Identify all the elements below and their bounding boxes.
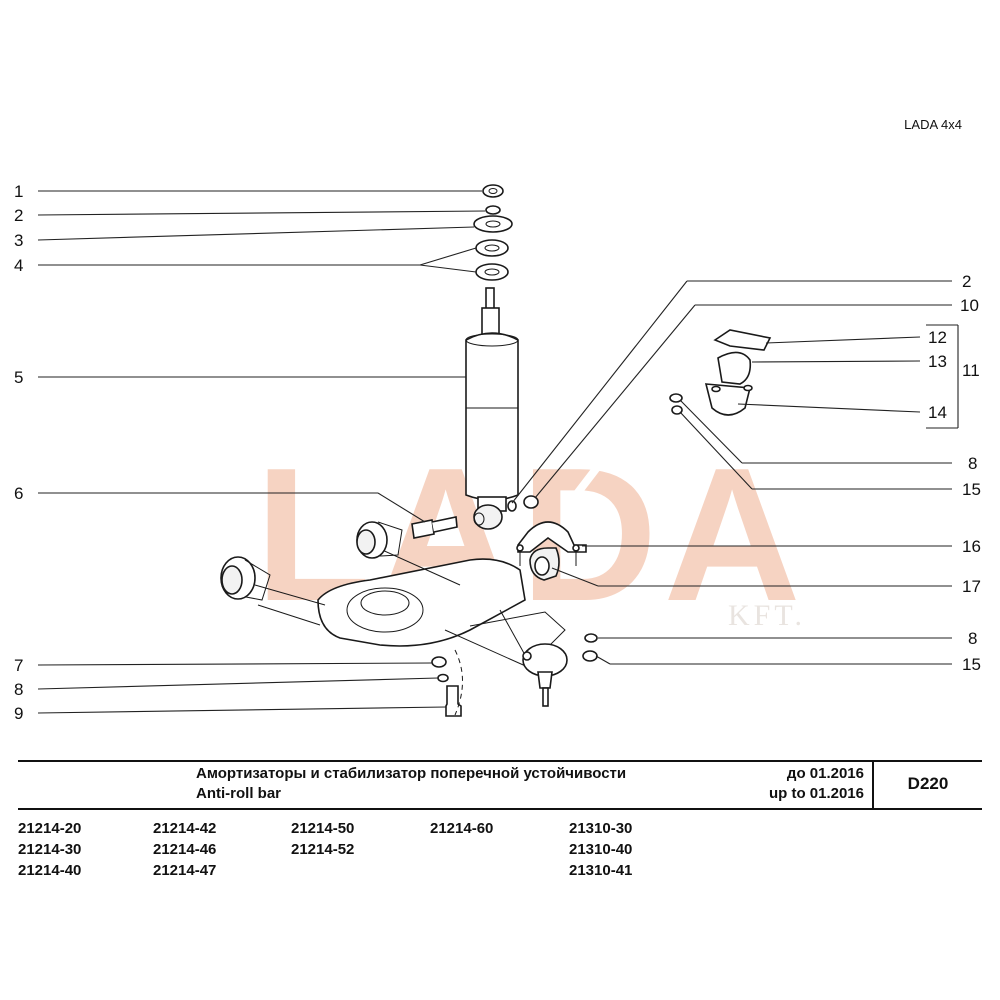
- callout-15-right-lower: 15: [962, 655, 981, 674]
- callout-6: 6: [14, 484, 23, 503]
- callout-1: 1: [14, 182, 23, 201]
- shock-top-nut: [482, 184, 504, 198]
- model-item: 21214-47: [153, 862, 217, 879]
- callout-8-right-lower: 8: [968, 629, 977, 648]
- shock-cushion-washer: [473, 215, 513, 233]
- bar-cushion: [529, 547, 560, 581]
- callout-numbers-left: 1 2 3 4 5 6 7 8 9: [14, 182, 23, 723]
- page-code: D220: [907, 774, 949, 793]
- model-item: 21214-60: [430, 820, 494, 837]
- model-item: 21214-50: [291, 820, 355, 837]
- title-block: Амортизаторы и стабилизатор поперечной у…: [18, 760, 982, 808]
- code-divider: [872, 760, 874, 808]
- shock-bushing-upper: [475, 239, 509, 257]
- model-item: 21214-20: [18, 820, 82, 837]
- model-item: 21214-42: [153, 820, 217, 837]
- callout-8-right-upper: 8: [968, 454, 977, 473]
- callout-7: 7: [14, 656, 23, 675]
- lower-control-arm: [254, 539, 566, 669]
- ball-joint-fasteners: [431, 649, 463, 717]
- bracket-fasteners: [582, 633, 598, 662]
- title-bottom-rule: [18, 808, 982, 810]
- model-column-1: 21214-20 21214-30 21214-40: [18, 818, 81, 881]
- bar-bracket: [516, 521, 587, 566]
- model-item: 21310-40: [569, 841, 633, 858]
- callout-15-right-upper: 15: [962, 480, 981, 499]
- callout-2-right: 2: [962, 272, 971, 291]
- callout-8: 8: [14, 680, 23, 699]
- callout-5: 5: [14, 368, 23, 387]
- control-arm-bushing-front: [356, 521, 403, 559]
- date-russian: до 01.2016: [786, 765, 864, 782]
- bar-clamp: [704, 329, 772, 416]
- callout-17: 17: [962, 577, 981, 596]
- ball-joint: [522, 643, 568, 707]
- callout-11: 11: [962, 361, 980, 380]
- model-item: 21214-30: [18, 841, 82, 858]
- model-column-4: 21214-60: [430, 818, 493, 839]
- shock-washer: [485, 205, 501, 215]
- model-item: 21214-46: [153, 841, 217, 858]
- callout-13: 13: [928, 352, 947, 371]
- model-item: 21214-52: [291, 841, 355, 858]
- callout-16: 16: [962, 537, 981, 556]
- callout-10: 10: [960, 296, 979, 315]
- callout-3: 3: [14, 231, 23, 250]
- shock-absorber: [465, 287, 519, 530]
- model-list: 21214-20 21214-30 21214-40 21214-42 2121…: [18, 818, 982, 888]
- leaders-right: [511, 280, 959, 665]
- model-item: 21310-30: [569, 820, 633, 837]
- leaders-left: [37, 190, 486, 714]
- shock-lower-bolt: [411, 516, 458, 539]
- date-english: up to 01.2016: [768, 785, 864, 802]
- model-column-3: 21214-50 21214-52: [291, 818, 354, 860]
- model-item: 21310-41: [569, 862, 633, 879]
- title-english: Anti-roll bar: [196, 785, 281, 802]
- title-top-rule: [18, 760, 982, 762]
- callout-12: 12: [928, 328, 947, 347]
- bar-washer-and-nut-lower: [507, 495, 539, 512]
- title-russian: Амортизаторы и стабилизатор поперечной у…: [196, 765, 627, 782]
- callout-numbers-right: 2 10 12 13 11 14 8 15 16 17 8 15: [928, 272, 981, 674]
- callout-9: 9: [14, 704, 23, 723]
- callout-4: 4: [14, 256, 23, 275]
- model-column-5: 21310-30 21310-40 21310-41: [569, 818, 632, 881]
- callout-2: 2: [14, 206, 23, 225]
- model-label: LADA 4x4: [904, 117, 962, 132]
- shock-bushing-lower: [475, 263, 509, 281]
- model-column-2: 21214-42 21214-46 21214-47: [153, 818, 216, 881]
- bar-washer-and-nut-upper: [669, 393, 683, 415]
- watermark-subtext: KFT.: [728, 599, 806, 632]
- control-arm-bushing-rear: [220, 556, 271, 601]
- model-item: 21214-40: [18, 862, 82, 879]
- callout-14: 14: [928, 403, 947, 422]
